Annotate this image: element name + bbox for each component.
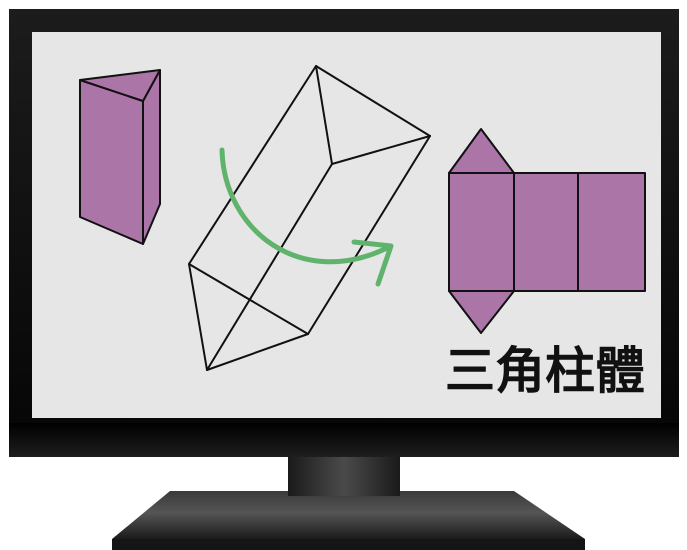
prism-edge-bottom-1 bbox=[188, 263, 309, 335]
net-face-triangle-bottom bbox=[448, 290, 515, 334]
arrow-shaft bbox=[219, 147, 390, 265]
prism-edge-lateral-3 bbox=[206, 163, 333, 371]
prism-front-face bbox=[79, 79, 144, 245]
prism-edge-lateral-2 bbox=[307, 135, 431, 335]
shape-title: 三角柱體 bbox=[445, 342, 645, 400]
prism-edge-lateral-1 bbox=[188, 65, 317, 265]
prism-edge-bottom-3 bbox=[206, 333, 309, 371]
prism-net bbox=[448, 128, 646, 334]
net-face-rect-1 bbox=[448, 172, 515, 292]
prism-top-face bbox=[79, 69, 161, 102]
monitor-stand-base-edge bbox=[112, 539, 585, 550]
monitor-chin bbox=[9, 423, 679, 457]
prism-edge-top-2 bbox=[315, 65, 333, 165]
net-face-triangle-top bbox=[448, 128, 515, 174]
monitor-stand-neck bbox=[288, 452, 400, 496]
prism-edge-top-1 bbox=[315, 65, 431, 137]
wireframe-triangular-prism bbox=[188, 65, 431, 371]
net-face-rect-3 bbox=[577, 172, 646, 292]
monitor-stand-base bbox=[112, 491, 585, 539]
curved-arrow-icon bbox=[219, 147, 394, 287]
prism-edge-top-3 bbox=[331, 135, 431, 165]
arrow-head bbox=[351, 239, 394, 287]
net-face-rect-2 bbox=[513, 172, 579, 292]
prism-edge-bottom-2 bbox=[188, 263, 208, 371]
solid-triangular-prism bbox=[79, 69, 161, 245]
